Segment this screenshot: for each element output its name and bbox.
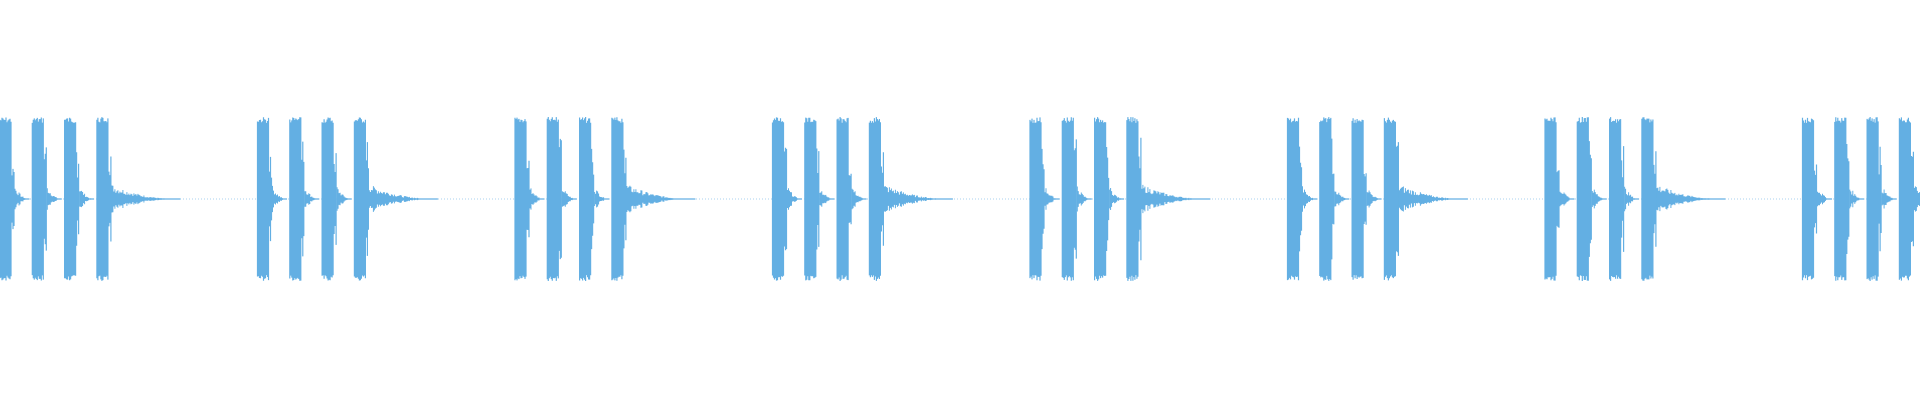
waveform-burst [1898, 117, 1914, 281]
waveform-decay-tail [883, 186, 953, 212]
waveform-burst [1094, 117, 1110, 281]
waveform-burst-group [1029, 117, 1211, 281]
waveform-burst-group [771, 117, 953, 281]
waveform-decay-tail [851, 188, 867, 210]
waveform-decay-tail [529, 188, 545, 210]
waveform-burst [546, 117, 562, 281]
waveform-burst-group [256, 117, 438, 281]
waveform-burst [1866, 117, 1882, 281]
waveform-decay-tail [1398, 186, 1468, 212]
waveform-burst [611, 117, 627, 281]
waveform-burst [1126, 117, 1142, 281]
waveform-decay-tail [336, 187, 352, 211]
waveform-decay-tail [1302, 186, 1317, 212]
waveform-signal [0, 117, 1920, 281]
waveform-burst [868, 117, 884, 281]
waveform-decay-tail [1044, 188, 1060, 210]
waveform-burst [804, 117, 820, 281]
waveform-burst [1641, 117, 1657, 281]
waveform-burst [0, 117, 15, 281]
waveform-decay-tail [304, 191, 320, 207]
waveform-burst [63, 117, 80, 281]
waveform-burst-group [0, 117, 181, 281]
waveform-decay-tail [368, 186, 438, 212]
waveform-burst [1576, 117, 1592, 281]
waveform-burst [836, 117, 852, 281]
waveform-decay-tail [626, 185, 696, 213]
waveform-burst [353, 117, 369, 281]
waveform-burst [96, 117, 112, 281]
waveform-burst [1383, 117, 1399, 281]
waveform-decay-tail [1881, 189, 1897, 209]
waveform-burst [1544, 117, 1560, 281]
waveform-decay-tail [1109, 188, 1125, 210]
waveform-burst [1319, 117, 1335, 281]
waveform-burst-group [1544, 117, 1726, 281]
waveform-burst [31, 117, 47, 281]
waveform-burst [289, 117, 305, 281]
waveform-decay-tail [1656, 186, 1726, 212]
waveform-burst [1351, 118, 1367, 280]
waveform-decay-tail [14, 188, 30, 210]
waveform-burst [1834, 117, 1850, 281]
waveform-decay-tail [1559, 191, 1575, 207]
waveform-burst [1801, 117, 1818, 281]
waveform-decay-tail [594, 190, 610, 208]
waveform-burst [514, 117, 530, 281]
waveform-decay-tail [1849, 189, 1865, 209]
waveform-decay-tail [1366, 190, 1382, 208]
waveform-burst [579, 117, 595, 281]
waveform-burst [256, 117, 273, 281]
waveform-decay-tail [1624, 186, 1640, 212]
waveform-decay-tail [561, 191, 577, 207]
waveform-burst [1029, 117, 1045, 281]
waveform-decay-tail [1334, 191, 1350, 207]
waveform-decay-tail [819, 191, 835, 207]
waveform-decay-tail [1913, 186, 1920, 212]
waveform-decay-tail [1591, 189, 1607, 209]
waveform-decay-tail [1141, 184, 1211, 214]
waveform-burst-group [1286, 117, 1468, 281]
waveform-decay-tail [1076, 186, 1092, 212]
waveform-decay-tail [79, 190, 95, 208]
waveform-decay-tail [272, 185, 287, 213]
waveform-burst [771, 117, 788, 281]
waveform-burst [321, 117, 337, 281]
waveform-decay-tail [46, 188, 62, 210]
waveform-decay-tail [787, 188, 802, 210]
waveform-burst-group [1801, 117, 1920, 281]
waveform-burst-group [514, 117, 696, 281]
waveform-burst [1286, 117, 1303, 281]
waveform-decay-tail [1817, 191, 1832, 207]
waveform-burst [1061, 117, 1077, 281]
waveform-burst [1609, 117, 1625, 281]
waveform-decay-tail [111, 185, 181, 213]
